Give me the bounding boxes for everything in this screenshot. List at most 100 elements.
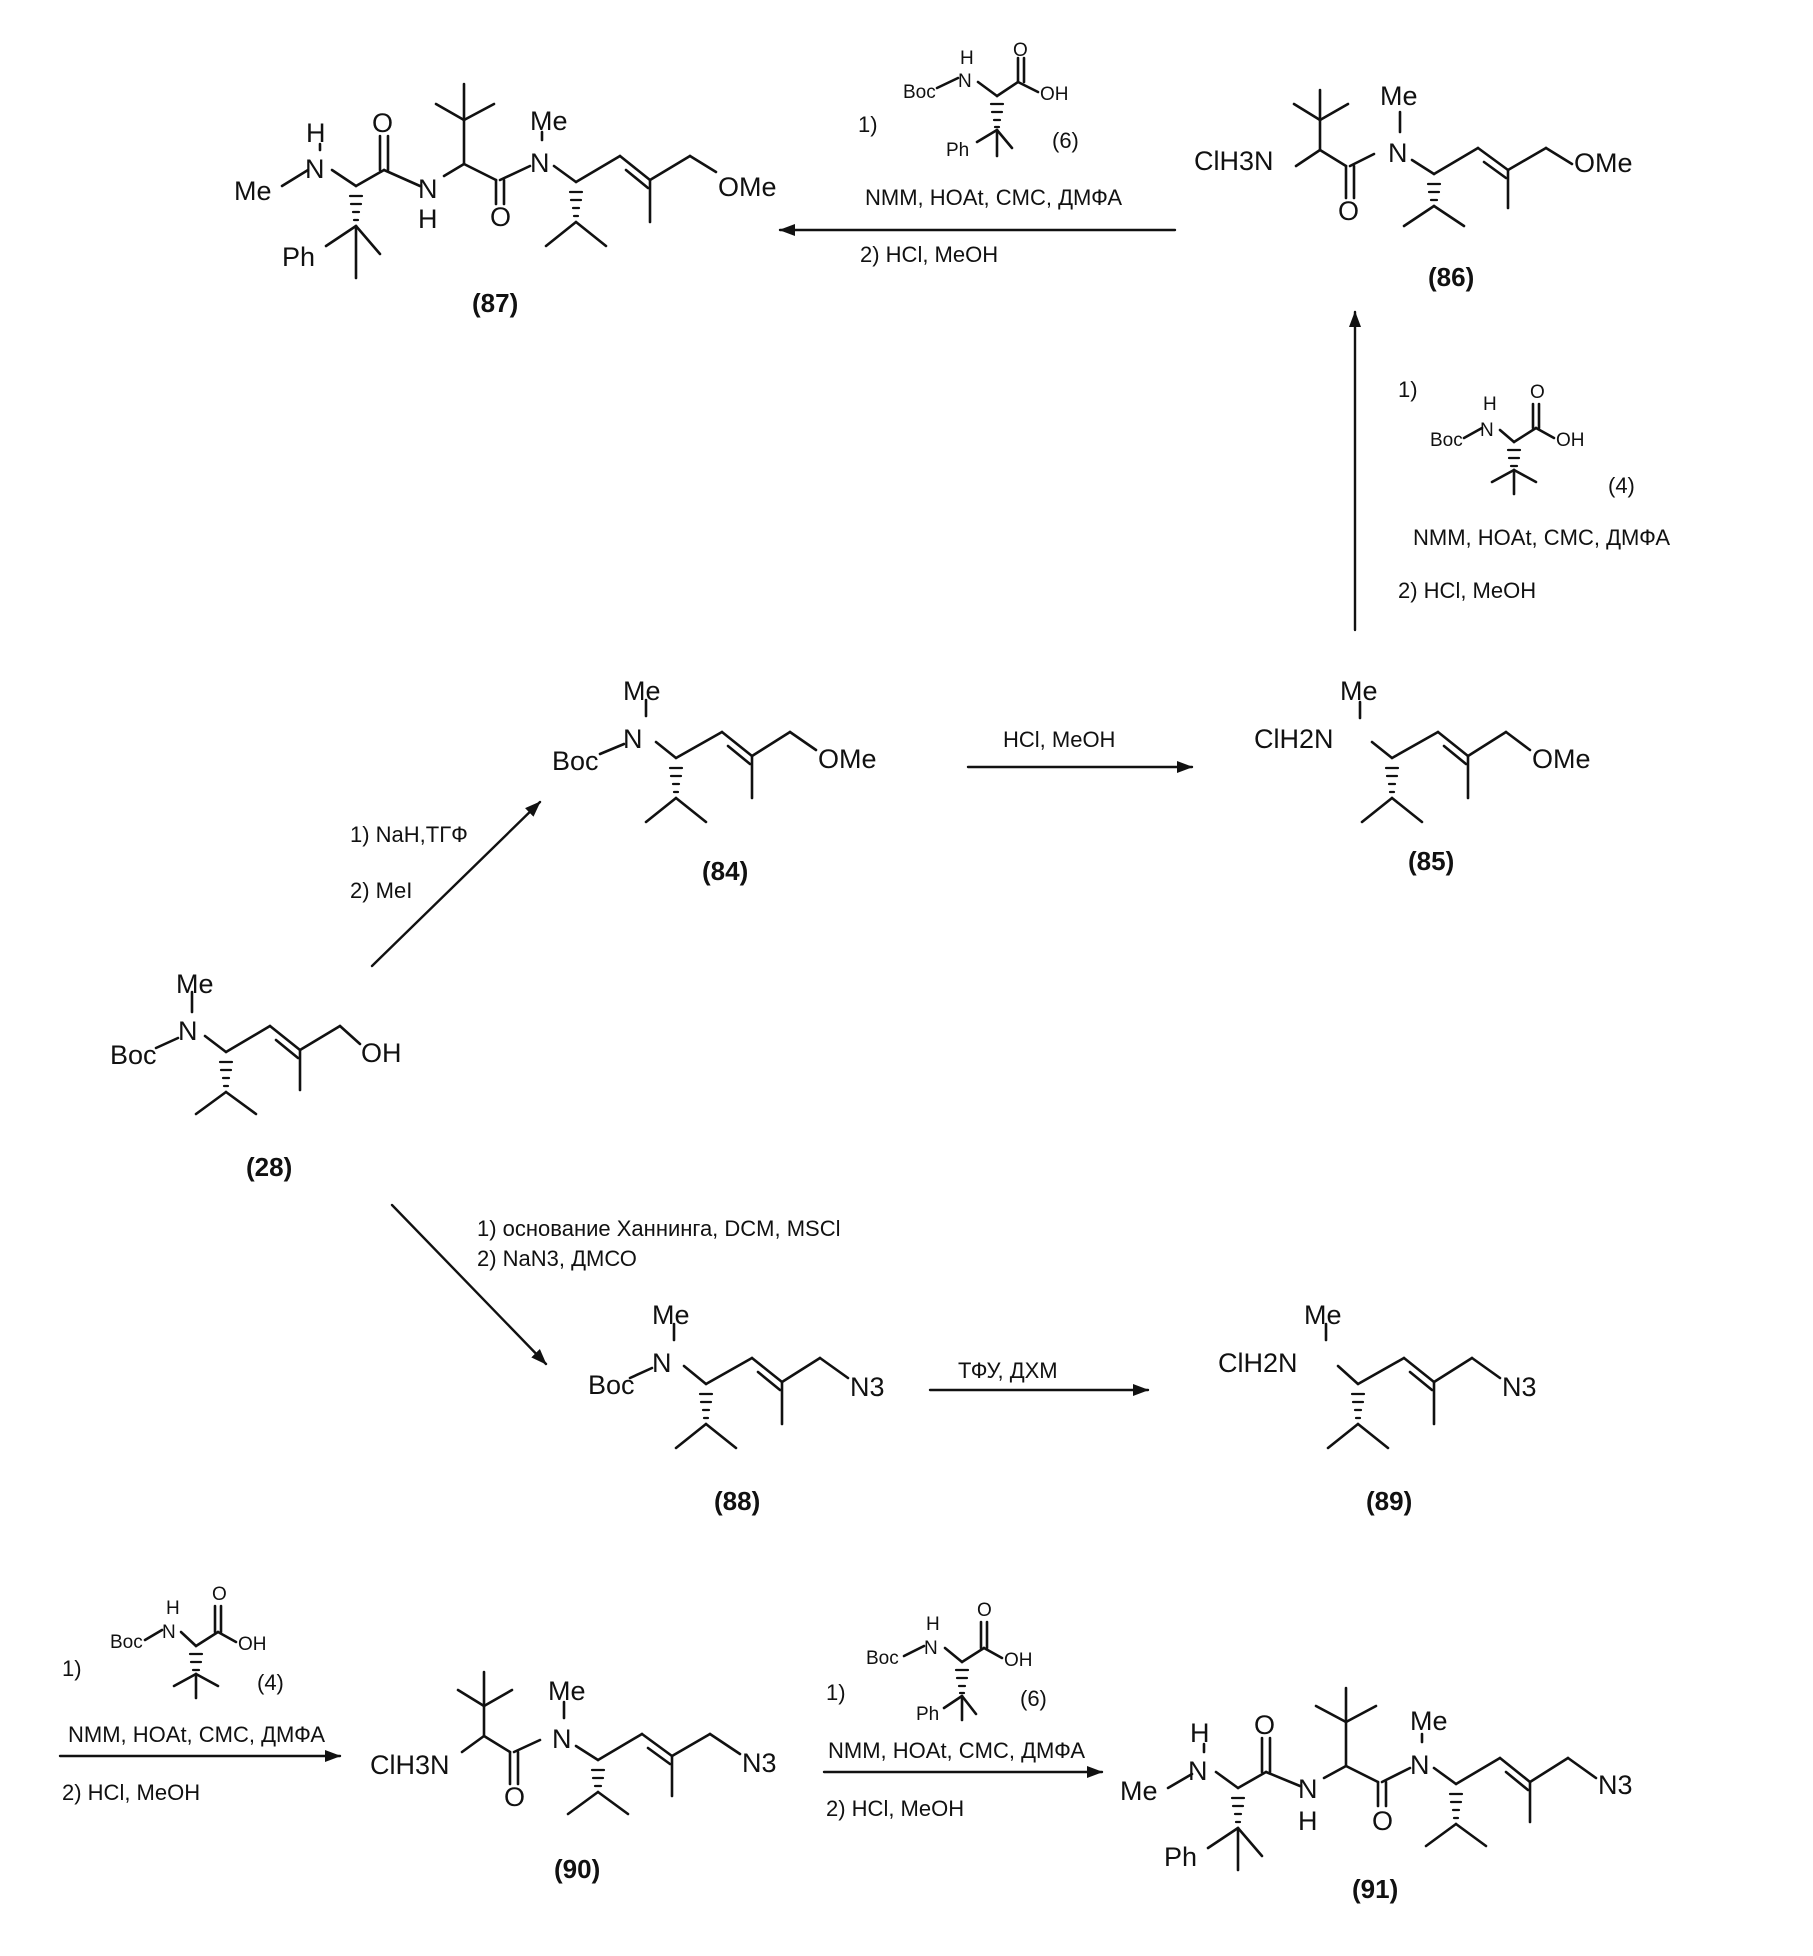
boc-text: Boc [1430,430,1463,451]
compound-28: Boc N Me OH (28) [110,969,402,1182]
compound-84: Boc N Me OMe (84) [552,676,877,886]
compound-85: ClH2N Me OMe (85) [1254,676,1591,876]
boc-text: Boc [588,1370,635,1400]
compound-number: (28) [246,1152,292,1182]
ome-text: OMe [818,744,877,774]
coupling-reagents: NMM, HOAt, CMC, ДМФА [68,1722,325,1747]
me-text: Me [1304,1300,1342,1330]
compound-number: (85) [1408,846,1454,876]
ph-text: Ph [946,140,969,161]
step-1-label: 1) [858,112,878,137]
h-text: H [166,1598,180,1619]
ph-text: Ph [1164,1842,1197,1872]
step-1-text: 1) основание Ханнинга, DCM, MSCl [477,1216,841,1241]
o-text: O [490,202,511,232]
n-text: N [1298,1774,1318,1804]
h-text: H [1190,1718,1210,1748]
conditions-88-to-89: ТФУ, ДХМ [958,1358,1058,1383]
compound-number: (89) [1366,1486,1412,1516]
me-text: Me [1380,81,1418,111]
deprotection-reagents: 2) HCl, MeOH [860,242,998,267]
reagent-boc-amino-acid-4-right: Boc N H O OH [1430,382,1585,494]
coupling-reagents: NMM, HOAt, CMC, ДМФА [1413,525,1670,550]
ome-text: OMe [718,172,777,202]
n-text: N [1388,138,1408,168]
compound-number: (88) [714,1486,760,1516]
reagent-label-6: (6) [1052,128,1079,153]
coupling-reagents: NMM, HOAt, CMC, ДМФА [828,1738,1085,1763]
n-text: N [1410,1750,1430,1780]
clh3n-text: ClH3N [370,1750,450,1780]
conditions-89-to-90: 1) (4) NMM, HOAt, CMC, ДМФА 2) HCl, MeOH [62,1656,325,1805]
boc-text: Boc [903,82,936,103]
boc-text: Boc [110,1040,157,1070]
compound-number: (87) [472,288,518,318]
boc-text: Boc [552,746,599,776]
h-text: H [306,118,326,148]
boc-text: Boc [866,1648,899,1669]
n-text: N [178,1016,198,1046]
o-text: O [1013,40,1028,61]
n-text: N [1188,1756,1208,1786]
compound-88: Boc N Me N3 (88) [588,1300,885,1516]
reagent-boc-amino-acid-6-bottom: Boc N H O OH Ph [866,1600,1033,1725]
reagent-boc-amino-acid-6-top: Boc N H O OH Ph [903,40,1069,161]
compound-86: ClH3N N Me O OMe (86) [1194,81,1633,292]
ph-text: Ph [916,1704,939,1725]
deprotection-reagents: 2) HCl, MeOH [1398,578,1536,603]
n-text: N [958,71,972,92]
step-1-text: 1) NaH,ТГФ [350,822,468,847]
me-text: Me [234,176,272,206]
me-text: Me [176,969,214,999]
conditions-28-to-88: 1) основание Ханнинга, DCM, MSCl 2) NaN3… [477,1216,841,1271]
step-2-text: 2) NaN3, ДМСО [477,1246,637,1271]
h-text: H [926,1614,940,1635]
compound-89: ClH2N Me N3 (89) [1218,1300,1537,1516]
n3-text: N3 [1502,1372,1537,1402]
o-text: O [1338,196,1359,226]
o-text: O [1530,382,1545,403]
oh-text: OH [1040,84,1069,105]
compound-87: Me N H O N H O N Me OMe Ph (87) [234,84,777,318]
clh2n-text: ClH2N [1218,1348,1298,1378]
n-text: N [623,724,643,754]
n-text: N [530,148,550,178]
n3-text: N3 [1598,1770,1633,1800]
n-text: N [162,1622,176,1643]
n-text: N [418,174,438,204]
clh3n-text: ClH3N [1194,146,1274,176]
me-text: Me [548,1676,586,1706]
o-text: O [1254,1710,1275,1740]
o-text: O [212,1584,227,1605]
ome-text: OMe [1574,148,1633,178]
h-text: H [960,48,974,69]
boc-text: Boc [110,1632,143,1653]
reagent-label-4: (4) [257,1670,284,1695]
compound-number: (91) [1352,1874,1398,1904]
oh-text: OH [361,1038,402,1068]
me-text: Me [1120,1776,1158,1806]
oh-text: OH [1556,430,1585,451]
compound-number: (84) [702,856,748,886]
step-1-label: 1) [1398,377,1418,402]
n-text: N [924,1638,938,1659]
ph-text: Ph [282,242,315,272]
step-1-label: 1) [62,1656,82,1681]
n3-text: N3 [850,1372,885,1402]
n-text: N [552,1724,572,1754]
step-1-label: 1) [826,1680,846,1705]
step-2-text: 2) MeI [350,878,412,903]
n3-text: N3 [742,1748,777,1778]
me-text: Me [652,1300,690,1330]
me-text: Me [623,676,661,706]
clh2n-text: ClH2N [1254,724,1334,754]
ome-text: OMe [1532,744,1591,774]
h-text: H [1483,394,1497,415]
me-text: Me [530,106,568,136]
h-text: H [418,204,438,234]
n-text: N [652,1348,672,1378]
reagent-boc-amino-acid-4-bottom: Boc N H O OH [110,1584,267,1698]
compound-number: (90) [554,1854,600,1884]
o-text: O [1372,1806,1393,1836]
